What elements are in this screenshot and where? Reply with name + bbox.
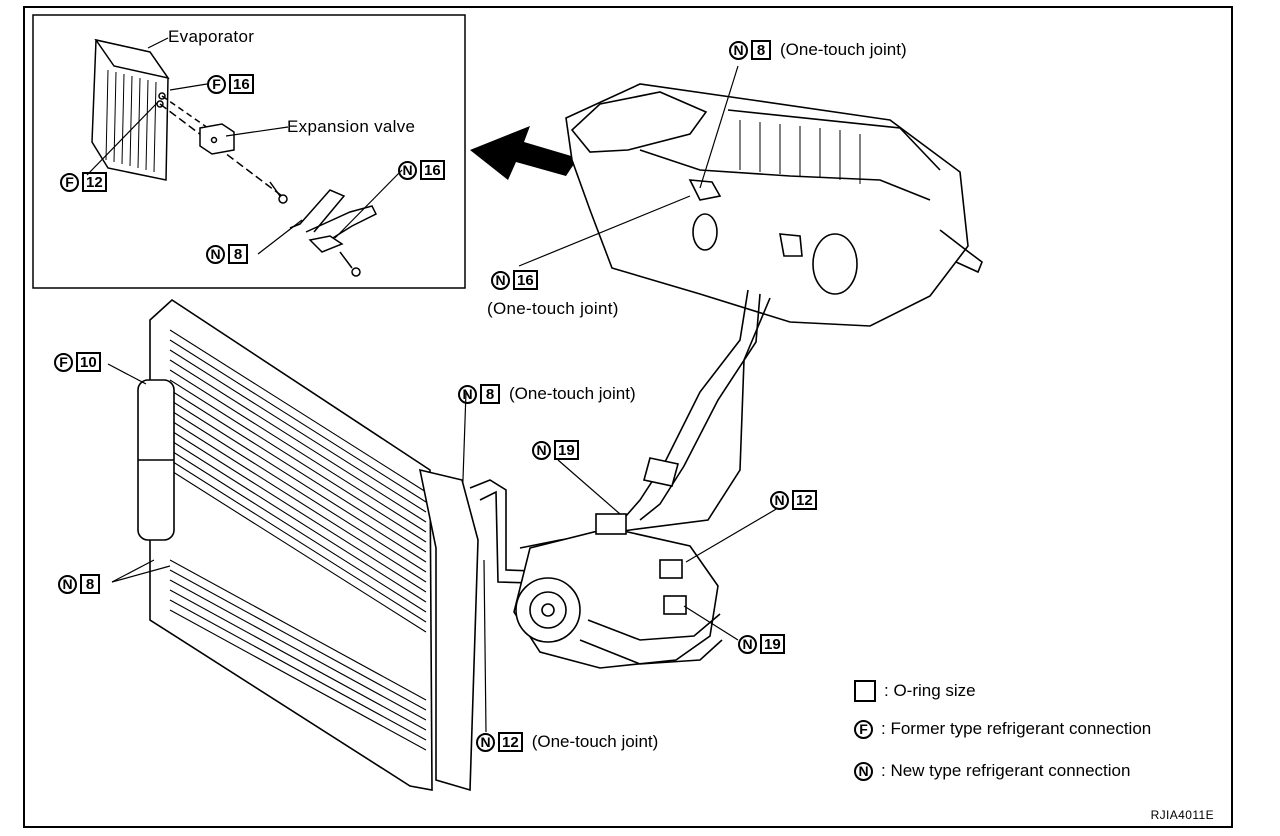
compressor-drawing	[513, 513, 723, 669]
legend-former: F : Former type refrigerant connection	[854, 719, 1151, 739]
callout-inset-f16: F 16	[207, 74, 254, 94]
oring-size-box: 16	[229, 74, 254, 94]
one-touch-joint-note: (One-touch joint)	[487, 299, 619, 318]
callout-inset-n8: N 8	[206, 244, 248, 264]
legend-former-text: : Former type refrigerant connection	[881, 719, 1152, 738]
callout-inset-n16: N 16	[398, 160, 445, 180]
oring-size-box: 10	[76, 352, 101, 372]
new-type-icon: N	[770, 490, 789, 510]
legend-oring-text: : O-ring size	[884, 681, 976, 700]
callout-heater-n8: N 8 (One-touch joint)	[729, 40, 907, 60]
new-type-icon: N	[398, 160, 417, 180]
one-touch-joint-note: (One-touch joint)	[509, 384, 636, 403]
new-type-icon: N	[738, 634, 757, 654]
oring-size-box: 12	[792, 490, 817, 510]
oring-size-box: 8	[80, 574, 100, 594]
former-type-icon: F	[54, 352, 73, 372]
callout-compressor-n19-bottom: N 19	[738, 634, 785, 654]
callout-bottom-n12: N 12 (One-touch joint)	[476, 732, 658, 752]
new-type-icon: N	[458, 384, 477, 404]
callout-heater-n16: N 16	[491, 270, 538, 290]
diagram-frame	[23, 6, 1233, 828]
former-type-icon: F	[207, 74, 226, 94]
condenser-drawing	[137, 298, 479, 792]
former-type-icon: F	[60, 172, 79, 192]
legend-new: N : New type refrigerant connection	[854, 761, 1130, 781]
evaporator-label: Evaporator	[168, 27, 255, 46]
new-type-icon: N	[532, 440, 551, 460]
former-type-icon: F	[854, 719, 873, 739]
heater-unit-drawing	[565, 83, 983, 327]
callout-condenser-f10: F 10	[54, 352, 101, 372]
oring-size-box: 19	[760, 634, 785, 654]
oring-size-box: 19	[554, 440, 579, 460]
callout-pipe-n8: N 8 (One-touch joint)	[458, 384, 636, 404]
oring-size-box-icon	[854, 680, 876, 702]
new-type-icon: N	[491, 270, 510, 290]
expansion-valve-label: Expansion valve	[287, 117, 416, 136]
oring-size-box: 8	[480, 384, 500, 404]
direction-arrow	[470, 126, 578, 180]
figure-code: RJIA4011E	[1150, 808, 1214, 822]
oring-size-box: 12	[498, 732, 523, 752]
oring-size-box: 12	[82, 172, 107, 192]
one-touch-joint-note: (One-touch joint)	[531, 732, 659, 751]
new-type-icon: N	[854, 761, 873, 781]
inset-frame	[32, 14, 466, 289]
legend-oring: : O-ring size	[854, 680, 976, 702]
oring-size-box: 8	[228, 244, 248, 264]
callout-condenser-n8: N 8	[58, 574, 100, 594]
oring-size-box: 16	[513, 270, 538, 290]
oring-size-box: 8	[751, 40, 771, 60]
callout-inset-f12: F 12	[60, 172, 107, 192]
new-type-icon: N	[206, 244, 225, 264]
new-type-icon: N	[58, 574, 77, 594]
one-touch-joint-note: (One-touch joint)	[780, 40, 907, 59]
oring-size-box: 16	[420, 160, 445, 180]
new-type-icon: N	[729, 40, 748, 60]
legend-new-text: : New type refrigerant connection	[881, 761, 1131, 780]
callout-compressor-n12: N 12	[770, 490, 817, 510]
callout-compressor-n19-top: N 19	[532, 440, 579, 460]
evaporator-drawing	[91, 38, 378, 277]
new-type-icon: N	[476, 732, 495, 752]
